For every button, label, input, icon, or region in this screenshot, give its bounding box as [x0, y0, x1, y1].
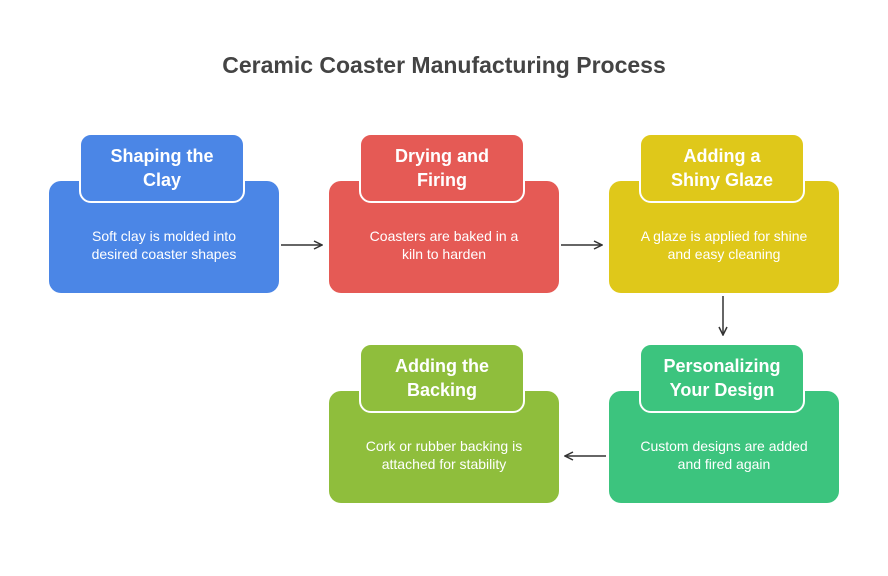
step-title: Drying and Firing — [359, 133, 525, 203]
step-title: Adding the Backing — [359, 343, 525, 413]
step-description: Custom designs are added and fired again — [640, 438, 808, 472]
step-description: Coasters are baked in a kiln to harden — [369, 228, 519, 262]
step-description: Cork or rubber backing is attached for s… — [365, 438, 523, 472]
step-title: Adding a Shiny Glaze — [639, 133, 805, 203]
step-description: A glaze is applied for shine and easy cl… — [640, 228, 808, 262]
diagram-title: Ceramic Coaster Manufacturing Process — [222, 52, 666, 78]
step-title: Shaping the Clay — [79, 133, 245, 203]
step-description: Soft clay is molded into desired coaster… — [91, 228, 237, 262]
step-title: Personalizing Your Design — [639, 343, 805, 413]
